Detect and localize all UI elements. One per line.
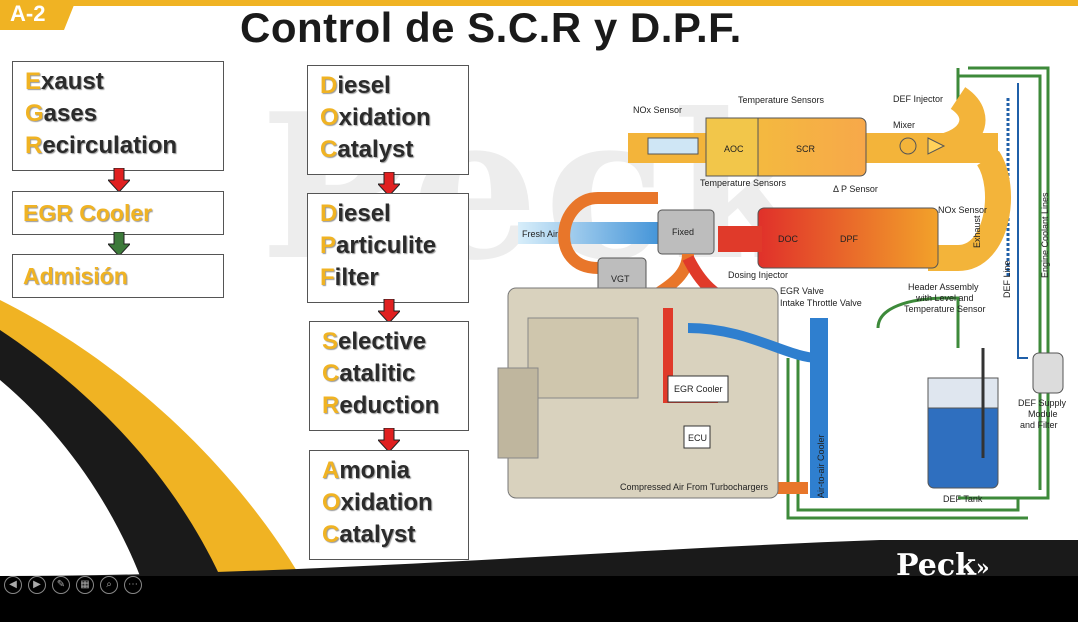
temperature-sensors-mid-label: Temperature Sensors xyxy=(700,178,787,188)
scr-acronym-box: Selective Catalitic Reduction xyxy=(309,321,469,431)
egr-cooler-diagram-label: EGR Cooler xyxy=(674,384,723,394)
next-icon[interactable]: ▶ xyxy=(28,576,46,594)
footer-bar xyxy=(0,540,1078,576)
fixed-label: Fixed xyxy=(672,227,694,237)
vgt-label: VGT xyxy=(611,274,630,284)
acronym-line: Amonia xyxy=(322,457,411,484)
nox-sensor-top-label: NOx Sensor xyxy=(633,105,682,115)
doc-acronym-box: Diesel Oxidation Catalyst xyxy=(307,65,469,175)
dpf-label: DPF xyxy=(840,234,859,244)
red-down-arrow-icon xyxy=(378,428,400,452)
doc-label: DOC xyxy=(778,234,799,244)
acronym-line: Diesel xyxy=(320,200,391,227)
acronym-line: Oxidation xyxy=(320,104,431,131)
temperature-sensors-top-label: Temperature Sensors xyxy=(738,95,825,105)
peck-logo-text: Peck xyxy=(896,548,976,576)
aoc-label: AOC xyxy=(724,144,744,154)
red-down-arrow-icon xyxy=(378,172,400,196)
acronym-line: Particulite xyxy=(320,232,437,259)
slide-badge xyxy=(0,0,76,30)
intake-throttle-valve-label: Intake Throttle Valve xyxy=(780,298,862,308)
background-swoosh xyxy=(0,0,1078,576)
admision-label: Admisión xyxy=(23,263,128,289)
engine-coolant-lines-label: Engine Coolant Lines xyxy=(1040,192,1050,278)
scr-dpf-system-diagram: AOC SCR NOx Sensor Temperature Sensors D… xyxy=(497,66,1067,520)
exhaust-label: Exhaust xyxy=(972,215,982,248)
dosing-injector-label: Dosing Injector xyxy=(728,270,788,280)
acronym-line: Exaust xyxy=(25,68,104,95)
def-supply-label-3: and Filter xyxy=(1020,420,1058,430)
mixer-label: Mixer xyxy=(893,120,915,130)
nox-sensor-mid-label: NOx Sensor xyxy=(938,205,987,215)
dpf-acronym-box: Diesel Particulite Filter xyxy=(307,193,469,303)
acronym-line: Oxidation xyxy=(322,489,433,516)
def-injector-label: DEF Injector xyxy=(893,94,943,104)
fresh-air-label: Fresh Air xyxy=(522,229,558,239)
def-supply-label-1: DEF Supply xyxy=(1018,398,1067,408)
pen-icon[interactable]: ✎ xyxy=(52,576,70,594)
def-tank-label: DEF Tank xyxy=(943,494,983,504)
air-to-air-cooler-label: Air-to-air Cooler xyxy=(816,434,826,498)
slide-badge-label: A-2 xyxy=(10,1,46,26)
header-assembly-label-1: Header Assembly xyxy=(908,282,979,292)
slides-icon[interactable]: ▦ xyxy=(76,576,94,594)
egr-cooler-box: EGR Cooler xyxy=(12,191,224,235)
ecu-label: ECU xyxy=(688,433,707,443)
acronym-line: Gases xyxy=(25,100,98,127)
egr-acronym-box: Exaust Gases Recirculation xyxy=(12,61,224,171)
chevrons-icon: » xyxy=(975,555,990,576)
delta-p-sensor-label: Δ P Sensor xyxy=(833,184,878,194)
peck-logo: Peck» xyxy=(896,548,990,576)
acronym-line: Recirculation xyxy=(25,132,178,159)
green-down-arrow-icon xyxy=(108,232,130,256)
zoom-icon[interactable]: ⌕ xyxy=(100,576,118,594)
def-line-label: DEF Line xyxy=(1002,260,1012,298)
header-assembly-label-3: Temperature Sensor xyxy=(904,304,986,314)
more-icon[interactable]: ⋯ xyxy=(124,576,142,594)
acronym-line: Selective xyxy=(322,328,427,355)
def-supply-label-2: Module xyxy=(1028,409,1058,419)
acronym-line: Catalyst xyxy=(320,136,414,163)
red-down-arrow-icon xyxy=(108,168,130,192)
egr-valve-label: EGR Valve xyxy=(780,286,824,296)
acronym-line: Catalitic xyxy=(322,360,416,387)
scr-label: SCR xyxy=(796,144,816,154)
red-down-arrow-icon xyxy=(378,299,400,323)
egr-cooler-label: EGR Cooler xyxy=(23,200,153,226)
acronym-line: Diesel xyxy=(320,72,391,99)
aoc-acronym-box: Amonia Oxidation Catalyst xyxy=(309,450,469,560)
acronym-line: Reduction xyxy=(322,392,440,419)
compressed-air-label: Compressed Air From Turbochargers xyxy=(620,482,769,492)
slide-canvas: Peck A-2 Control de S.C.R y D.P.F. Exaus… xyxy=(0,0,1078,576)
acronym-line: Filter xyxy=(320,264,379,291)
admision-box: Admisión xyxy=(12,254,224,298)
acronym-line: Catalyst xyxy=(322,521,416,548)
header-assembly-label-2: with Level and xyxy=(915,293,974,303)
slide-title: Control de S.C.R y D.P.F. xyxy=(240,4,742,51)
prev-icon[interactable]: ◀ xyxy=(4,576,22,594)
presentation-toolbar: ◀ ▶ ✎ ▦ ⌕ ⋯ xyxy=(0,576,1078,622)
